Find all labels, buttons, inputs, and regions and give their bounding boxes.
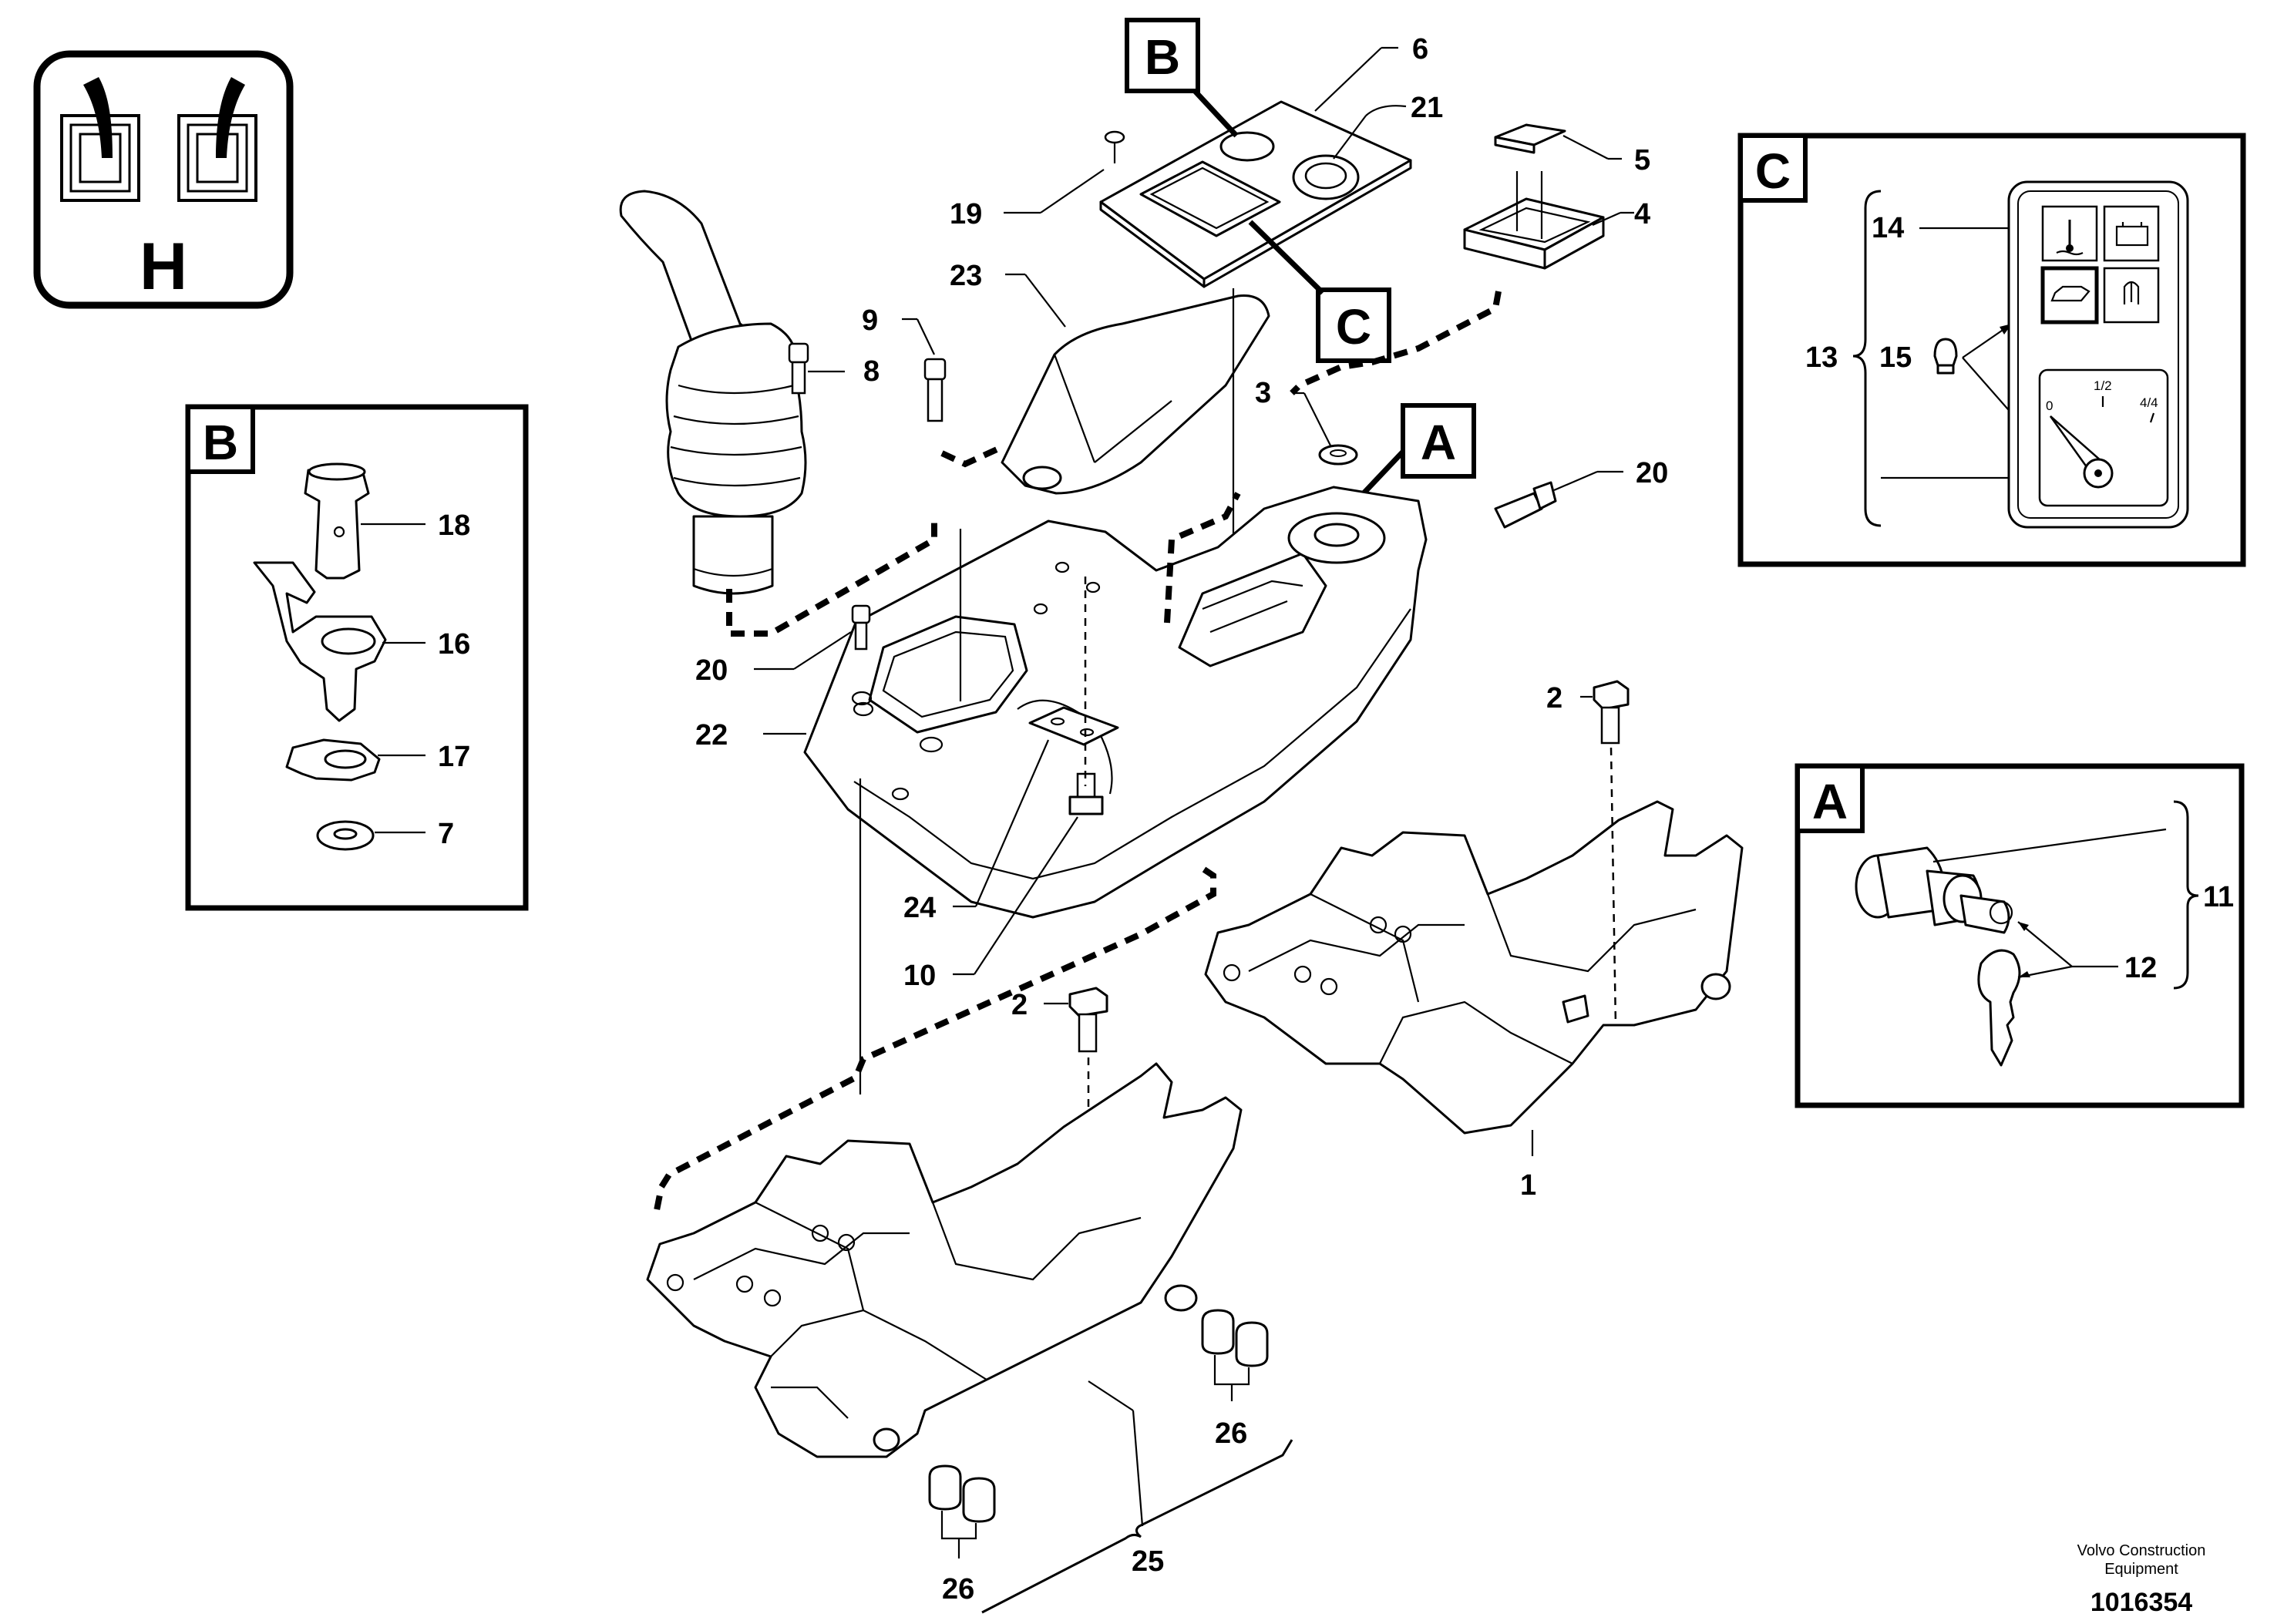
callout-6: 6 bbox=[1412, 33, 1428, 66]
callout-10: 10 bbox=[903, 960, 936, 992]
callout-17: 17 bbox=[438, 741, 470, 773]
detail-c-tag: C bbox=[1755, 143, 1791, 199]
callout-24: 24 bbox=[903, 892, 936, 924]
detail-b-panel: B 18 16 17 7 bbox=[185, 404, 529, 911]
callout-5: 5 bbox=[1634, 144, 1650, 177]
main-tag-c: C bbox=[1336, 299, 1371, 355]
retaining-plate-part bbox=[285, 738, 381, 782]
callout-3: 3 bbox=[1255, 377, 1271, 409]
callout-7: 7 bbox=[438, 818, 454, 850]
footer-doc-number: 1016354 bbox=[2090, 1588, 2192, 1617]
joystick-lever-part bbox=[619, 190, 807, 595]
callout-26-upper: 26 bbox=[1215, 1417, 1247, 1450]
gauge-max: 4/4 bbox=[2140, 395, 2158, 410]
callout-23: 23 bbox=[950, 260, 982, 292]
callout-20-right: 20 bbox=[1636, 457, 1668, 489]
plate-24-part bbox=[1028, 706, 1119, 746]
callout-20-left: 20 bbox=[695, 654, 728, 687]
callout-22: 22 bbox=[695, 719, 728, 751]
screw-20-left-part bbox=[851, 604, 871, 651]
bushing-pair-upper-part bbox=[1201, 1309, 1269, 1367]
callout-12: 12 bbox=[2124, 952, 2157, 984]
gauge-min: 0 bbox=[2046, 398, 2053, 413]
callout-11: 11 bbox=[2203, 881, 2234, 913]
detail-c-panel: C 13 14 15 0 1/2 4/4 bbox=[1737, 133, 2246, 567]
callout-2-right: 2 bbox=[1546, 682, 1562, 714]
armrest-cover-part bbox=[1001, 294, 1270, 495]
callout-19: 19 bbox=[950, 198, 982, 230]
callout-16: 16 bbox=[438, 628, 470, 661]
switch-frame-part bbox=[1463, 171, 1605, 270]
callout-26-lower: 26 bbox=[942, 1573, 974, 1606]
bolt-20-part bbox=[1494, 481, 1557, 529]
console-housing-part bbox=[803, 486, 1428, 919]
lock-housing-part bbox=[253, 561, 387, 722]
footer-company-line2: Equipment bbox=[2104, 1561, 2178, 1578]
bushing-pair-lower-part bbox=[928, 1464, 996, 1523]
callout-18: 18 bbox=[438, 509, 470, 542]
screw-10-part bbox=[1068, 772, 1104, 815]
detail-b-tag: B bbox=[203, 415, 238, 470]
bracket-25-part bbox=[646, 1062, 1243, 1458]
screw-8-part bbox=[788, 342, 809, 395]
callout-8: 8 bbox=[863, 355, 880, 388]
main-tag-b: B bbox=[1145, 29, 1180, 85]
bracket-1-part bbox=[1204, 800, 1744, 1135]
callout-2-lower: 2 bbox=[1011, 989, 1028, 1021]
washer-part bbox=[316, 820, 375, 851]
cap-part bbox=[1494, 123, 1566, 154]
detail-a-tag: A bbox=[1812, 774, 1848, 829]
callout-15: 15 bbox=[1879, 341, 1912, 374]
detail-a-panel: A 11 12 bbox=[1794, 763, 2245, 1108]
callout-1: 1 bbox=[1520, 1169, 1536, 1202]
cover-plate-part bbox=[1099, 100, 1412, 288]
washer-3-part bbox=[1318, 444, 1358, 466]
gauge-mid: 1/2 bbox=[2094, 378, 2112, 393]
battery-icon bbox=[2103, 205, 2160, 262]
callout-4: 4 bbox=[1634, 198, 1650, 230]
bolt-2-right-part bbox=[1593, 680, 1630, 745]
lock-cylinder-part bbox=[304, 462, 370, 580]
screw-9-part bbox=[923, 358, 947, 422]
callout-14: 14 bbox=[1872, 212, 1904, 244]
fuel-gauge bbox=[2038, 368, 2169, 507]
callout-21: 21 bbox=[1411, 92, 1443, 124]
bolt-2-lower-part bbox=[1068, 987, 1108, 1053]
oil-pressure-icon bbox=[2040, 266, 2099, 324]
screw-19-part bbox=[1104, 130, 1125, 163]
indicator-bulb-icon bbox=[1933, 338, 1958, 375]
footer-company-line1: Volvo Construction bbox=[2077, 1542, 2206, 1559]
ignition-switch-part bbox=[1855, 846, 2021, 1067]
callout-13: 13 bbox=[1805, 341, 1838, 374]
joystick-pair-icon: H bbox=[33, 50, 294, 309]
callout-9: 9 bbox=[862, 304, 878, 337]
main-tag-a: A bbox=[1421, 415, 1456, 470]
callout-25: 25 bbox=[1132, 1545, 1164, 1578]
symbol-letter: H bbox=[140, 230, 187, 304]
